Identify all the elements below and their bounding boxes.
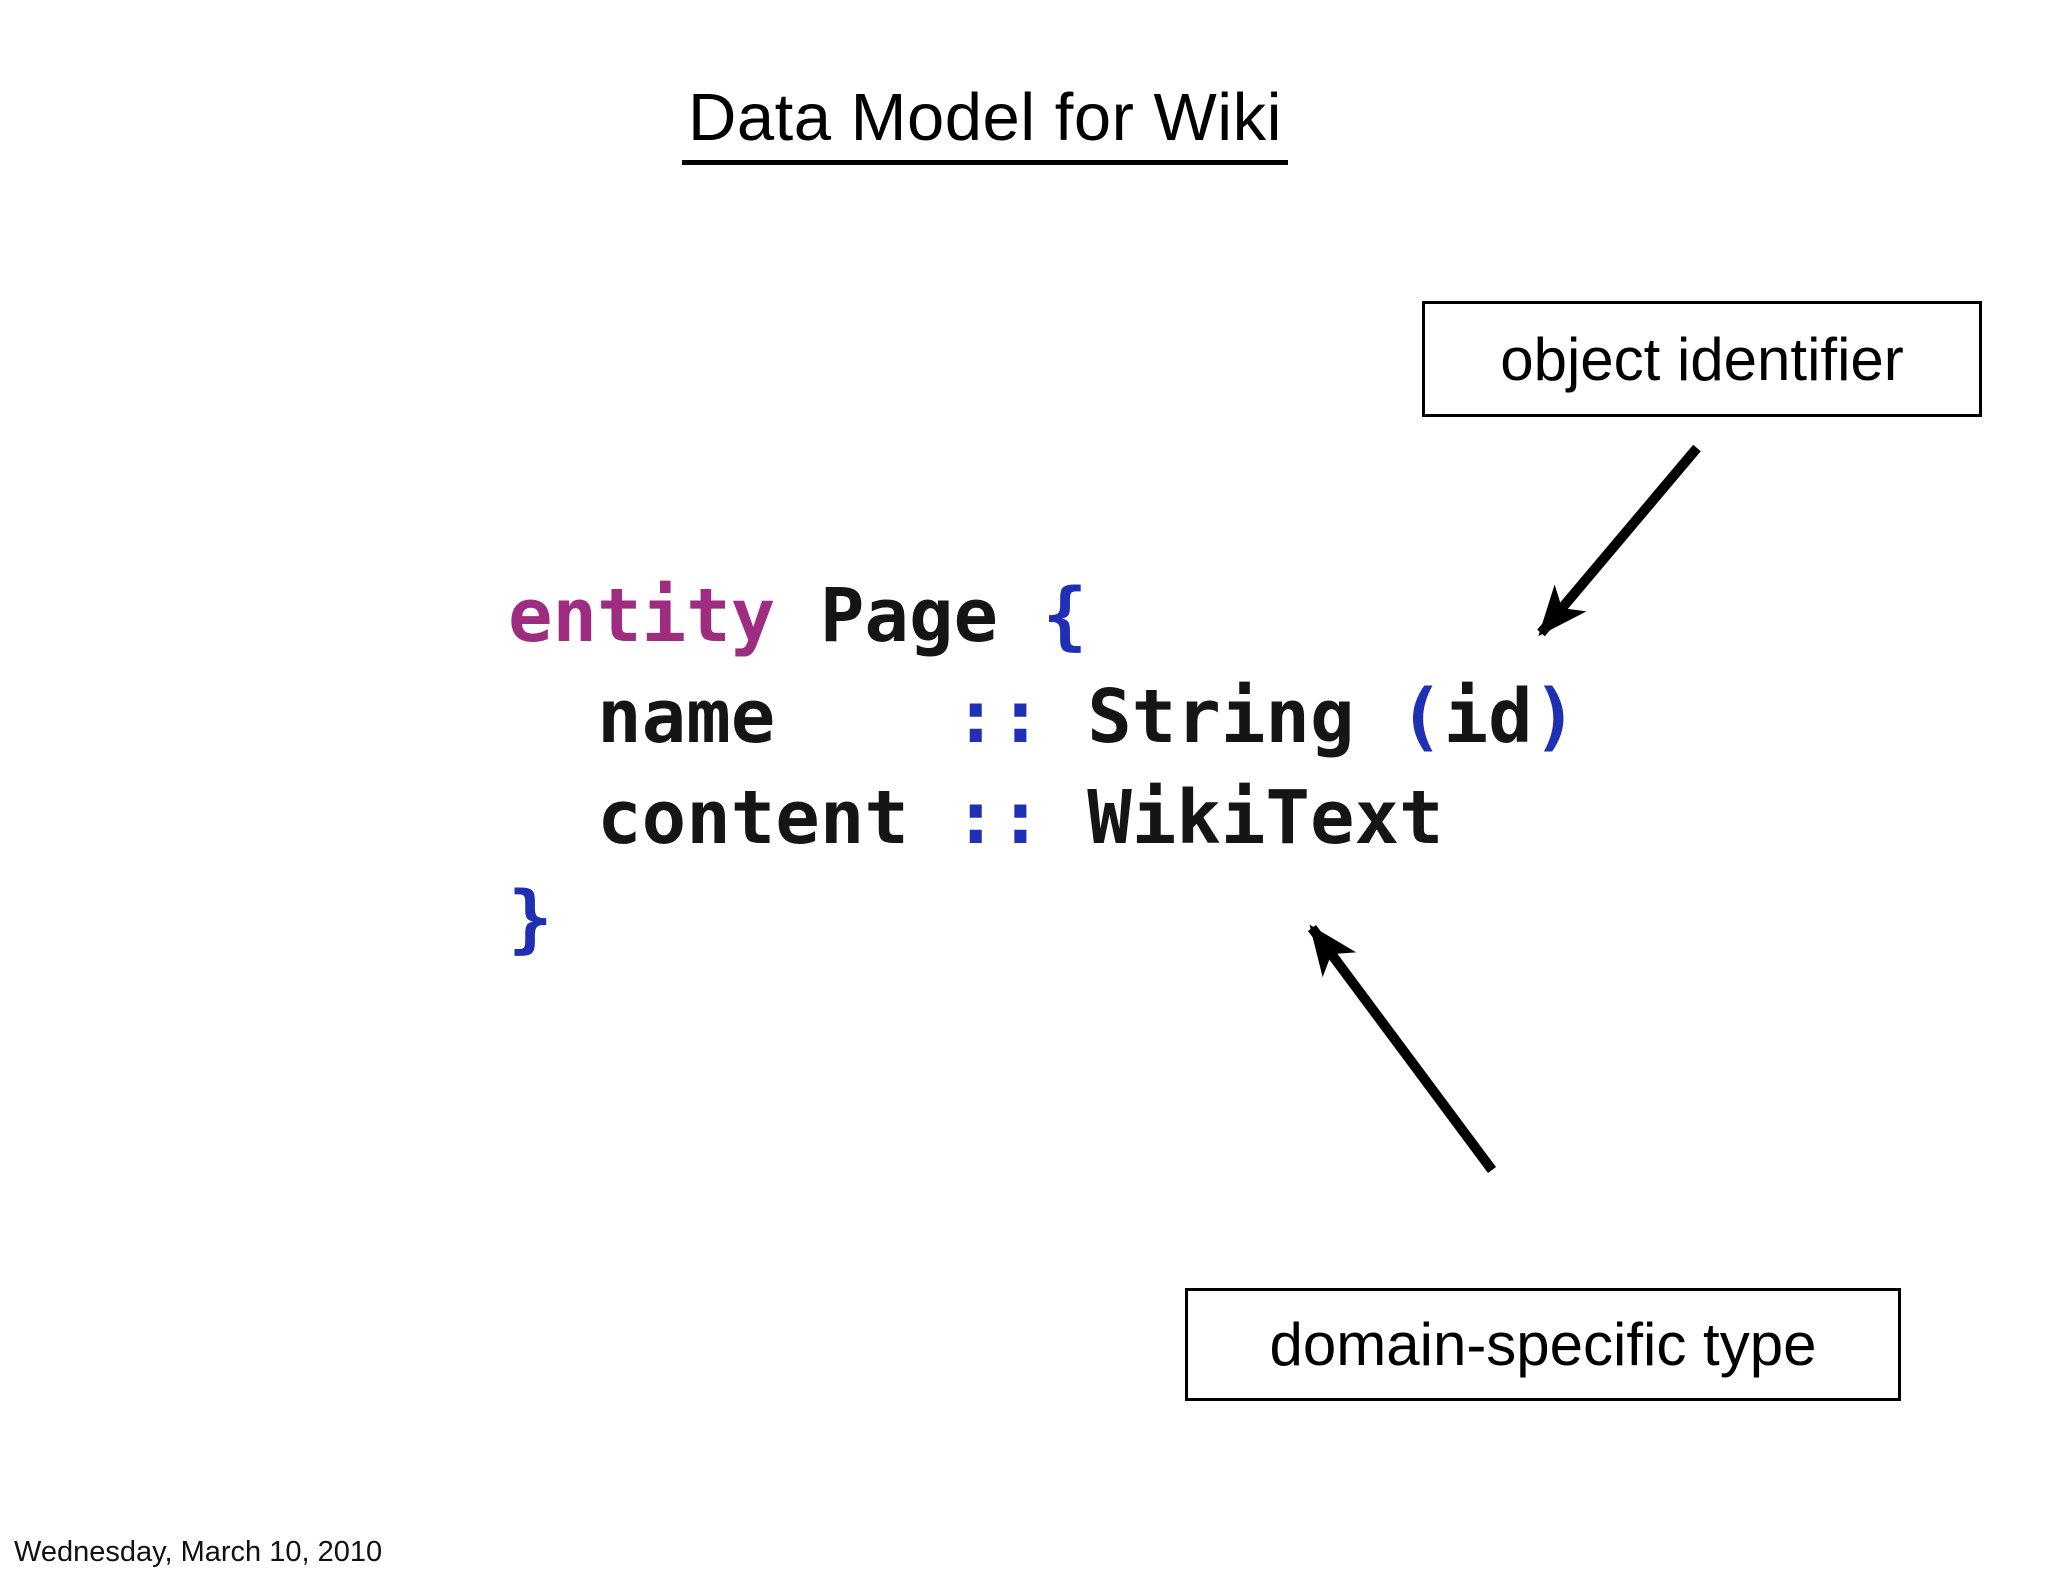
callout-label-domain-specific-type: domain-specific type bbox=[1269, 1311, 1817, 1378]
code-token-open-paren: ( bbox=[1399, 674, 1444, 760]
callout-label-object-identifier: object identifier bbox=[1500, 325, 1904, 393]
code-line-entity-page: entity Page { bbox=[508, 566, 1577, 667]
code-token-wikitext-type: WikiText bbox=[1042, 775, 1444, 861]
callout-box-domain-specific-type: domain-specific type bbox=[1185, 1288, 1901, 1401]
code-token-open-brace: { bbox=[1042, 573, 1088, 659]
slide-title: Data Model for Wiki bbox=[682, 84, 1289, 165]
code-line-close-brace: } bbox=[508, 869, 1577, 970]
code-token-content: content bbox=[508, 775, 954, 861]
code-line-content-field: content :: WikiText bbox=[508, 768, 1577, 869]
code-token-id: id bbox=[1443, 674, 1533, 760]
callout-box-object-identifier: object identifier bbox=[1422, 301, 1982, 417]
code-token-double-colon-2: :: bbox=[953, 775, 1043, 861]
code-token-string-type: String bbox=[1042, 674, 1400, 760]
code-token-name: name bbox=[508, 674, 954, 760]
code-token-page: Page bbox=[775, 573, 1043, 659]
code-block: entity Page { name :: String (id) conten… bbox=[508, 566, 1577, 970]
code-token-close-brace: } bbox=[508, 876, 553, 962]
code-token-close-paren: ) bbox=[1532, 674, 1578, 760]
code-token-double-colon: :: bbox=[953, 674, 1043, 760]
footer-date: Wednesday, March 10, 2010 bbox=[14, 1536, 383, 1568]
code-token-keyword-entity: entity bbox=[508, 573, 776, 659]
code-line-name-field: name :: String (id) bbox=[508, 667, 1577, 768]
